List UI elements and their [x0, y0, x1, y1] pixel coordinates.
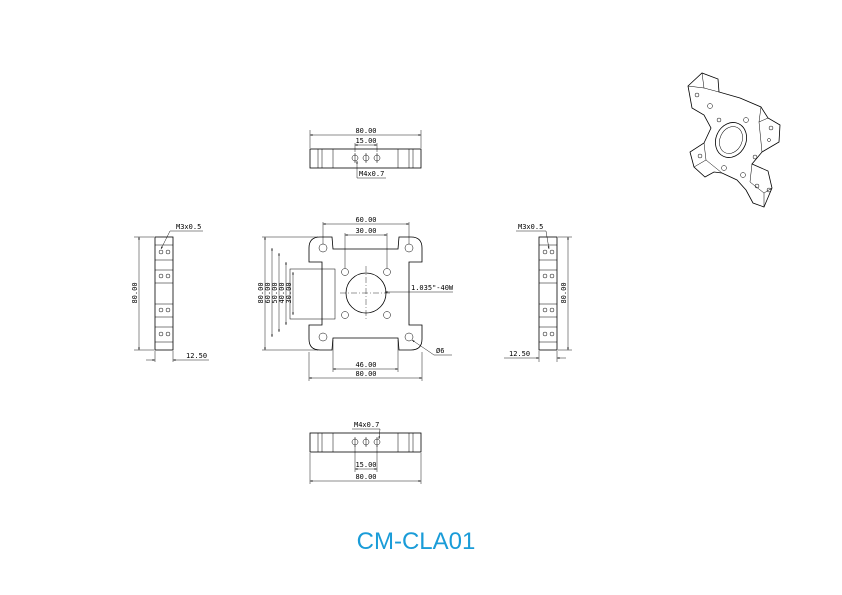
right-view-holes [542, 249, 555, 337]
bore-thread-note: 1.035"-40W [411, 284, 454, 292]
right-height-dim: 80.00 [560, 282, 568, 303]
top-view-holes [351, 153, 381, 163]
top-overall-dim: 80.00 [355, 127, 376, 135]
top-view: 80.00 15.00 M4x0.7 [309, 127, 422, 179]
left-view-holes [158, 249, 171, 337]
front-height-dims: 80.00 60.00 50.00 40.00 30.00 [257, 236, 318, 351]
left-thickness-dim: 12.50 [186, 352, 207, 360]
hole-diameter-note: Ø6 [436, 347, 444, 355]
front-bottom-inner-dim: 46.00 [355, 361, 376, 369]
right-thread-note: M3x0.5 [518, 223, 543, 231]
top-thread-note: M4x0.7 [359, 170, 384, 178]
front-top-width-dim: 60.00 [355, 216, 376, 224]
front-height-80: 80.00 [257, 282, 265, 303]
bottom-overall-dim: 80.00 [355, 473, 376, 481]
front-height-40: 40.00 [278, 282, 286, 303]
bottom-view-holes [351, 437, 381, 447]
front-height-30: 30.00 [285, 282, 293, 303]
front-top-inner-dim: 30.00 [355, 227, 376, 235]
isometric-view [687, 72, 781, 208]
right-thickness-dim: 12.50 [509, 350, 530, 358]
part-number-title: CM-CLA01 [357, 528, 476, 555]
top-hole-spacing-dim: 15.00 [355, 137, 376, 145]
bottom-view: M4x0.7 15.00 80.00 [309, 421, 422, 484]
left-height-dim: 80.00 [131, 282, 139, 303]
front-bottom-width-dim: 80.00 [355, 370, 376, 378]
front-view: 60.00 30.00 46.00 80.00 80.00 60.00 50.0… [257, 216, 454, 381]
bottom-hole-spacing-dim: 15.00 [355, 461, 376, 469]
front-height-60: 60.00 [264, 282, 272, 303]
right-side-view: M3x0.5 80.00 12.50 [504, 223, 572, 362]
bottom-thread-note: M4x0.7 [354, 421, 379, 429]
front-height-50: 50.00 [271, 282, 279, 303]
left-thread-note: M3x0.5 [176, 223, 201, 231]
left-side-view: M3x0.5 80.00 12.50 [131, 223, 209, 362]
